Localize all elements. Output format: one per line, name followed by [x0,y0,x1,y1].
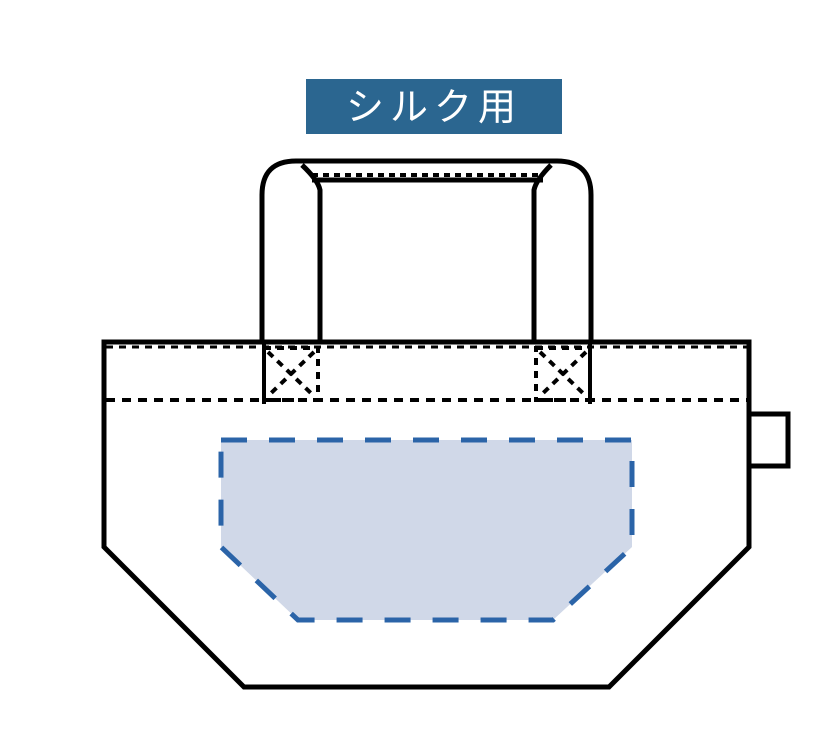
silk-print-label-text: シルク用 [345,84,522,129]
side-tab [746,411,791,469]
handle-attachment-right [534,346,592,402]
print-area [218,437,635,623]
handle-attachment-left [262,346,320,402]
silk-print-label: シルク用 [306,79,562,134]
bag-handle [259,158,594,342]
handle-stubs [262,342,592,404]
bag-body [101,339,752,690]
